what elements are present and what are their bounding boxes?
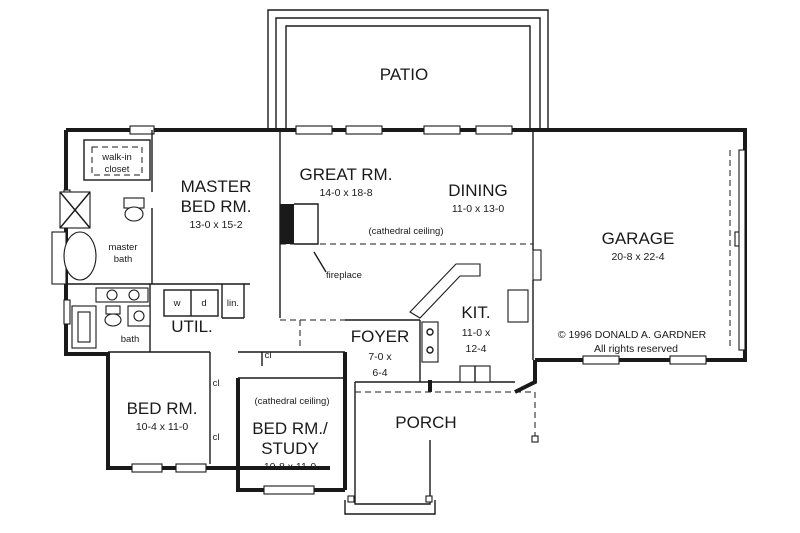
great-room-dims: 14-0 x 18-8 [319, 187, 372, 199]
fireplace-label: fireplace [326, 270, 362, 281]
master-bath-label-2: bath [114, 254, 133, 265]
walk-in-closet-label-2: closet [105, 164, 130, 175]
kitchen-counters [409, 249, 542, 383]
walk-in-closet [83, 139, 151, 181]
closet-label-1: cl [265, 350, 272, 361]
washer-label: w [173, 298, 181, 309]
kitchen-label: KIT. [461, 303, 490, 322]
kitchen-dims-1: 11-0 x [462, 327, 491, 339]
master-bed-label-1: MASTER [181, 177, 252, 196]
master-bath-fixtures [59, 191, 149, 303]
bed-study-label-1: BED RM./ [252, 419, 328, 438]
bath-fixtures [71, 305, 151, 349]
windows [51, 125, 746, 495]
master-bed-label-2: BED RM. [181, 197, 252, 216]
bath-label: bath [121, 334, 140, 345]
linen-label: lin. [227, 298, 239, 309]
copyright-line-2: All rights reserved [594, 343, 678, 355]
porch-label: PORCH [395, 413, 456, 432]
washer-dryer [163, 289, 219, 317]
garage-dims: 20-8 x 22-4 [611, 251, 664, 263]
closet-label-3: cl [213, 432, 220, 443]
porch-outline [344, 382, 539, 515]
master-bath-label-1: master [108, 242, 137, 253]
copyright-line-1: © 1996 DONALD A. GARDNER [558, 329, 707, 341]
util-label: UTIL. [171, 317, 213, 336]
patio-label: PATIO [380, 65, 429, 84]
fireplace-symbol [280, 203, 327, 273]
patio-outline [267, 9, 549, 128]
foyer-dims-2: 6-4 [372, 367, 387, 379]
foyer-label: FOYER [351, 327, 410, 346]
dashed-boundaries [280, 150, 731, 440]
dining-label: DINING [448, 181, 508, 200]
cathedral-ceiling-study-label: (cathedral ceiling) [255, 396, 330, 407]
closet-label-2: cl [213, 378, 220, 389]
great-room-label: GREAT RM. [300, 165, 393, 184]
exterior-walls [64, 128, 747, 492]
bed-room-label: BED RM. [127, 399, 198, 418]
bed-room-dims: 10-4 x 11-0 [136, 421, 188, 433]
garage-door [738, 149, 746, 351]
cathedral-ceiling-great-label: (cathedral ceiling) [369, 226, 444, 237]
dryer-label: d [201, 298, 206, 309]
walk-in-closet-label-1: walk-in [101, 152, 132, 163]
garage-label: GARAGE [602, 229, 675, 248]
bed-study-label-2: STUDY [261, 439, 319, 458]
bed-study-dims: 10-8 x 11-0 [264, 461, 316, 473]
kitchen-dims-2: 12-4 [465, 343, 486, 355]
foyer-dims-1: 7-0 x [368, 351, 392, 363]
dining-dims: 11-0 x 13-0 [452, 203, 504, 215]
master-bed-dims: 13-0 x 15-2 [189, 219, 242, 231]
